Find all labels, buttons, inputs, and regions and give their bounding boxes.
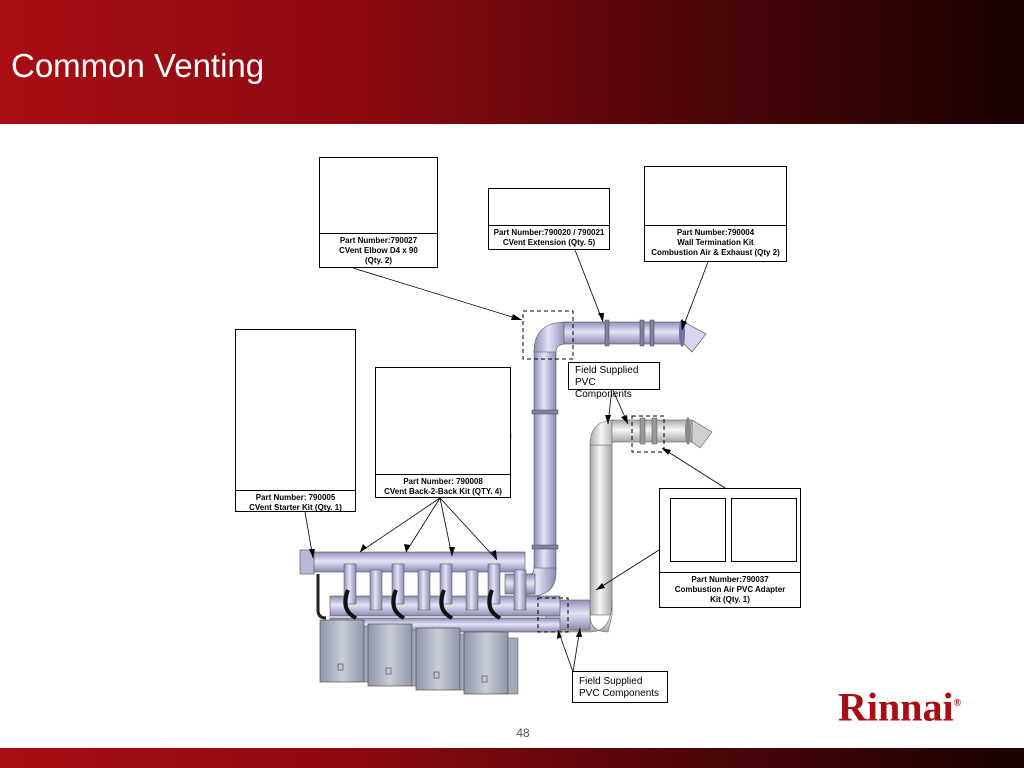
termination-name: Wall Termination Kit	[677, 238, 754, 247]
rinnai-logo: Rinnai®	[838, 682, 961, 729]
elbow-part-number: Part Number:790027	[339, 236, 418, 245]
registered-mark: ®	[953, 698, 962, 709]
field-supplied-upper: Field Supplied PVC Components	[568, 362, 660, 400]
adapter-qty: Kit (Qty. 1)	[710, 595, 750, 604]
termination-part-number: Part Number:790004	[676, 228, 755, 237]
logo-text: Rinnai	[838, 684, 954, 730]
slide-title: Common Venting	[11, 47, 265, 84]
field-supplied-upper-line2: PVC Components	[575, 377, 632, 400]
starter-callout: Part Number: 790005 CVent Starter Kit (Q…	[235, 329, 356, 512]
elbow-callout: Part Number:790027 CVent Elbow D4 x 90 (…	[319, 157, 438, 268]
field-supplied-lower: Field Supplied PVC Components	[572, 671, 668, 703]
starter-name: CVent Starter Kit (Qty. 1)	[249, 503, 342, 512]
back2back-callout: Part Number: 790008 CVent Back-2-Back Ki…	[375, 367, 511, 498]
extension-part-number: Part Number:790020 / 790021	[493, 228, 605, 237]
extension-name: CVent Extension (Qty. 5)	[502, 238, 596, 247]
slide-footer	[0, 748, 1024, 768]
field-supplied-lower-line2: PVC Components	[579, 688, 660, 699]
field-supplied-lower-line1: Field Supplied	[579, 676, 643, 687]
termination-qty: Combustion Air & Exhaust (Qty 2)	[651, 248, 780, 257]
back2back-part-number: Part Number: 790008	[403, 477, 483, 486]
slide-header	[0, 0, 1024, 124]
adapter-callout: Part Number:790037 Combustion Air PVC Ad…	[659, 488, 801, 608]
elbow-name: CVent Elbow D4 x 90	[339, 246, 418, 255]
back2back-name: CVent Back-2-Back Kit (QTY. 4)	[384, 487, 502, 496]
page-number: 48	[516, 726, 530, 740]
water-heaters	[319, 619, 519, 695]
adapter-left-frame	[670, 498, 726, 562]
dashed-highlights	[522, 310, 665, 633]
elbow-qty: (Qty. 2)	[365, 256, 392, 265]
adapter-part-number: Part Number:790037	[691, 575, 769, 584]
termination-callout: Part Number:790004 Wall Termination Kit …	[644, 166, 787, 262]
adapter-right-frame	[731, 498, 797, 562]
arrowheads	[309, 313, 687, 639]
starter-part-number: Part Number: 790005	[255, 493, 336, 502]
adapter-name: Combustion Air PVC Adapter	[674, 585, 786, 594]
extension-callout: Part Number:790020 / 790021 CVent Extens…	[488, 188, 610, 250]
field-supplied-upper-line1: Field Supplied	[575, 365, 639, 376]
